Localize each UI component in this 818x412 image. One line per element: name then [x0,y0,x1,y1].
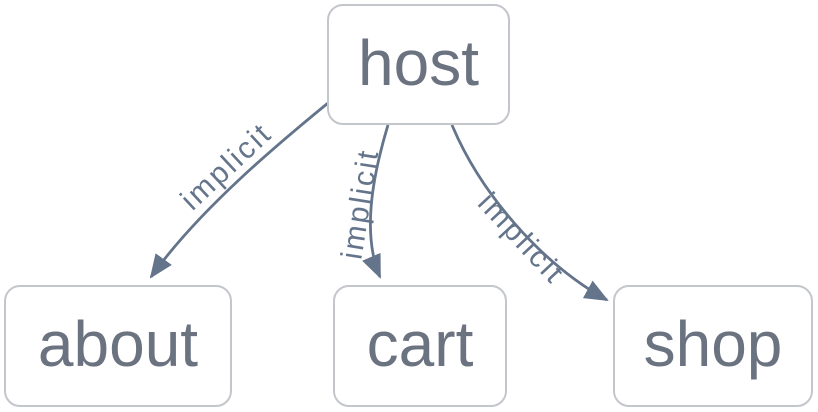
node-cart-label: cart [366,308,474,380]
node-about-label: about [37,308,199,380]
edge-host-shop [450,124,609,302]
node-host[interactable]: host [327,4,510,125]
edge-host-about [149,101,329,279]
node-shop[interactable]: shop [613,285,813,407]
edge-host-cart [362,124,390,279]
node-shop-label: shop [643,308,783,380]
node-about[interactable]: about [4,285,232,407]
node-cart[interactable]: cart [333,285,507,407]
node-host-label: host [358,26,479,99]
